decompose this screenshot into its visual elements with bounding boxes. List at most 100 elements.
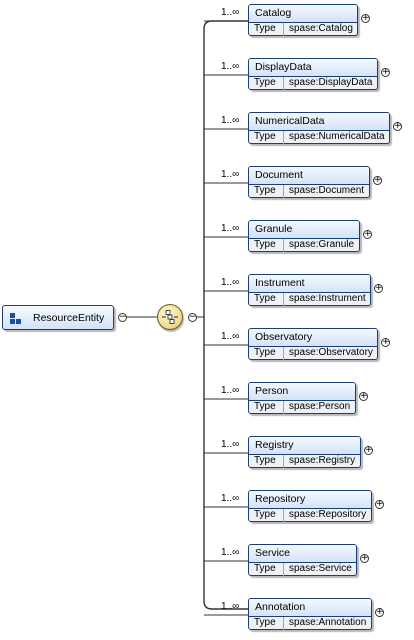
element-name: Person (249, 383, 355, 401)
type-key-label: Type (254, 509, 276, 520)
multiplicity-label: 1..∞ (221, 547, 240, 558)
type-row: Type spase:Registry (249, 455, 360, 468)
element-name: Granule (249, 221, 359, 239)
type-value: spase:Annotation (289, 617, 367, 628)
element-name: Observatory (249, 329, 377, 347)
type-value: spase:NumericalData (289, 131, 385, 142)
type-separator (283, 401, 284, 414)
expand-toggle[interactable]: + (359, 391, 368, 401)
expand-toggle[interactable]: + (375, 607, 384, 617)
type-separator (283, 347, 284, 360)
element-name: Annotation (249, 599, 371, 617)
expand-toggle[interactable]: + (363, 229, 372, 239)
type-separator (283, 455, 284, 468)
type-separator (283, 563, 284, 576)
type-row: Type spase:Annotation (249, 617, 371, 630)
type-value: spase:Service (289, 563, 352, 574)
expand-toggle[interactable]: + (375, 499, 384, 509)
multiplicity-label: 1..∞ (221, 61, 240, 72)
type-row: Type spase:Granule (249, 239, 359, 252)
choice-compositor-icon (162, 310, 178, 324)
element-name: Document (249, 167, 369, 185)
type-row: Type spase:Observatory (249, 347, 377, 360)
element-name: Service (249, 545, 356, 563)
type-key-label: Type (254, 617, 276, 628)
multiplicity-label: 1..∞ (221, 169, 240, 180)
root-collapse-toggle[interactable]: − (118, 312, 127, 322)
element-name: Catalog (249, 5, 357, 23)
type-row: Type spase:Person (249, 401, 355, 414)
type-row: Type spase:Document (249, 185, 369, 198)
expand-toggle[interactable]: + (393, 121, 402, 131)
multiplicity-label: 1..∞ (221, 493, 240, 504)
type-value: spase:Instrument (289, 293, 366, 304)
type-value: spase:Repository (289, 509, 367, 520)
type-separator (283, 293, 284, 306)
type-separator (283, 239, 284, 252)
multiplicity-label: 1..∞ (221, 601, 240, 612)
element-name: NumericalData (249, 113, 389, 131)
multiplicity-label: 1..∞ (221, 331, 240, 342)
type-value: spase:Granule (289, 239, 355, 250)
element-name: Repository (249, 491, 371, 509)
type-key-label: Type (254, 77, 276, 88)
type-separator (283, 77, 284, 90)
type-separator (283, 509, 284, 522)
multiplicity-label: 1..∞ (221, 7, 240, 18)
expand-toggle[interactable]: + (381, 67, 390, 77)
type-row: Type spase:Repository (249, 509, 371, 522)
type-key-label: Type (254, 347, 276, 358)
element-name: DisplayData (249, 59, 377, 77)
expand-toggle[interactable]: + (373, 175, 382, 185)
multiplicity-label: 1..∞ (221, 115, 240, 126)
type-value: spase:Catalog (289, 23, 353, 34)
expand-toggle[interactable]: + (361, 13, 370, 23)
type-key-label: Type (254, 239, 276, 250)
type-value: spase:Registry (289, 455, 356, 466)
element-name: Instrument (249, 275, 370, 293)
multiplicity-label: 1..∞ (221, 385, 240, 396)
multiplicity-label: 1..∞ (221, 439, 240, 450)
root-element-resource-entity[interactable]: ResourceEntity (2, 305, 114, 330)
type-separator (283, 23, 284, 36)
expand-toggle[interactable]: + (360, 553, 369, 563)
type-key-label: Type (254, 401, 276, 412)
compositor-collapse-toggle[interactable]: − (188, 312, 197, 322)
type-row: Type spase:DisplayData (249, 77, 377, 90)
multiplicity-label: 1..∞ (221, 277, 240, 288)
element-name: Registry (249, 437, 360, 455)
type-separator (283, 185, 284, 198)
type-value: spase:DisplayData (289, 77, 373, 88)
type-separator (283, 617, 284, 630)
type-separator (283, 131, 284, 144)
type-row: Type spase:NumericalData (249, 131, 389, 144)
complex-type-icon (10, 313, 21, 324)
expand-toggle[interactable]: + (381, 337, 390, 347)
type-key-label: Type (254, 131, 276, 142)
root-element-label: ResourceEntity (33, 312, 105, 324)
type-value: spase:Document (289, 185, 365, 196)
expand-toggle[interactable]: + (364, 445, 373, 455)
type-value: spase:Person (289, 401, 351, 412)
type-key-label: Type (254, 185, 276, 196)
type-key-label: Type (254, 455, 276, 466)
choice-compositor[interactable] (157, 304, 183, 330)
type-value: spase:Observatory (289, 347, 373, 358)
expand-toggle[interactable]: + (374, 283, 383, 293)
